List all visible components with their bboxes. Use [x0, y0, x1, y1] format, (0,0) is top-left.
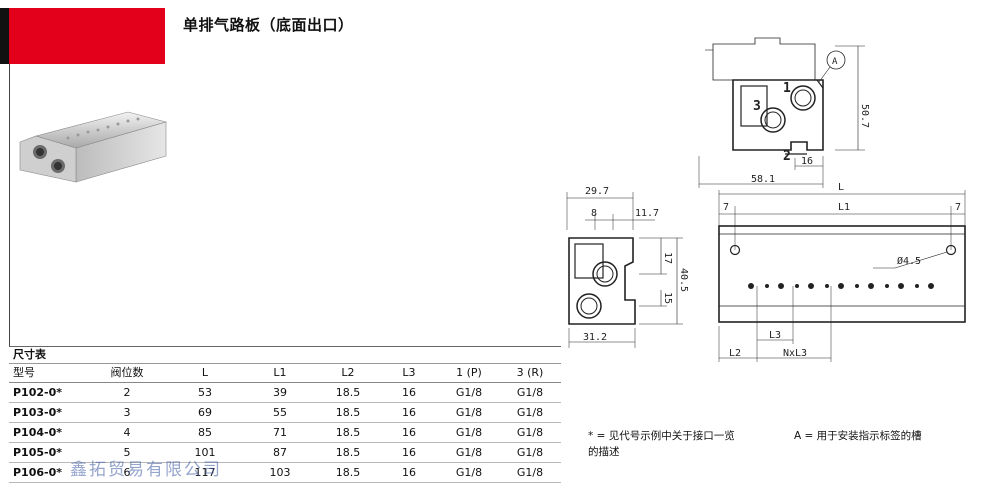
technical-drawing: 50.7 58.1 16 A 3 1 2 29.7 8 11.7 17 40.5…: [566, 37, 966, 362]
dim-NxL3: NxL3: [783, 348, 807, 359]
note-star: * = 见代号示例中关于接口一览 的描述: [588, 430, 735, 458]
header-red-bar: [9, 8, 165, 64]
table-row: P104-0* 4 85 71 18.5 16 G1/8 G1/8: [9, 423, 561, 443]
dim-L2: L2: [729, 348, 741, 359]
page-title: 单排气路板（底面出口）: [183, 16, 354, 34]
table-row: P103-0* 3 69 55 18.5 16 G1/8 G1/8: [9, 403, 561, 423]
header-L1: L1: [273, 366, 287, 379]
dim-side-b: 11.7: [635, 208, 659, 219]
dim-side-a: 8: [591, 208, 597, 219]
dim-side-bottom: 31.2: [583, 332, 607, 343]
port-1-top: 1: [783, 81, 791, 96]
dim-L: L: [838, 182, 844, 193]
product-image: [19, 111, 168, 183]
header-port1: 1 (P): [456, 366, 482, 379]
dim-side-h3: 15: [662, 292, 673, 304]
table-row: P105-0* 5 101 87 18.5 16 G1/8 G1/8: [9, 443, 561, 463]
dim-edge-right: 7: [955, 202, 961, 213]
dim-side-h2: 40.5: [678, 268, 689, 292]
dim-height: 50.7: [859, 104, 870, 128]
dim-edge-left: 7: [723, 202, 729, 213]
header-L2: L2: [341, 366, 355, 379]
table-row: P102-0* 2 53 39 18.5 16 G1/8 G1/8: [9, 383, 561, 403]
left-divider: [9, 64, 10, 346]
port-3-top: 3: [753, 99, 761, 114]
header-L: L: [201, 366, 209, 379]
dim-port-top: 16: [801, 156, 813, 167]
dim-side-width: 29.7: [585, 186, 609, 197]
watermark-text: 鑫拓贸易有限公司: [70, 460, 222, 480]
dim-side-h1: 17: [662, 252, 673, 264]
callout-a: A: [832, 57, 838, 67]
table-caption: 尺寸表: [9, 346, 561, 364]
dim-width-top: 58.1: [751, 174, 775, 185]
header-L3: L3: [402, 366, 416, 379]
note-a: A = 用于安装指示标签的槽: [794, 430, 922, 442]
dim-L3: L3: [769, 330, 781, 341]
dim-hole: Ø4.5: [897, 255, 921, 267]
header-port3: 3 (R): [516, 366, 544, 379]
header-valves: 阀位数: [110, 366, 144, 379]
size-table: 尺寸表 型号 阀位数 L L1 L2 L3 1 (P) 3 (R) P102-0…: [9, 346, 561, 483]
header-black-bar: [0, 8, 9, 64]
header-model: 型号: [13, 366, 35, 379]
table-header-row: 型号 阀位数 L L1 L2 L3 1 (P) 3 (R): [9, 364, 561, 383]
dim-L1: L1: [838, 202, 850, 213]
port-2-top: 2: [783, 149, 791, 164]
